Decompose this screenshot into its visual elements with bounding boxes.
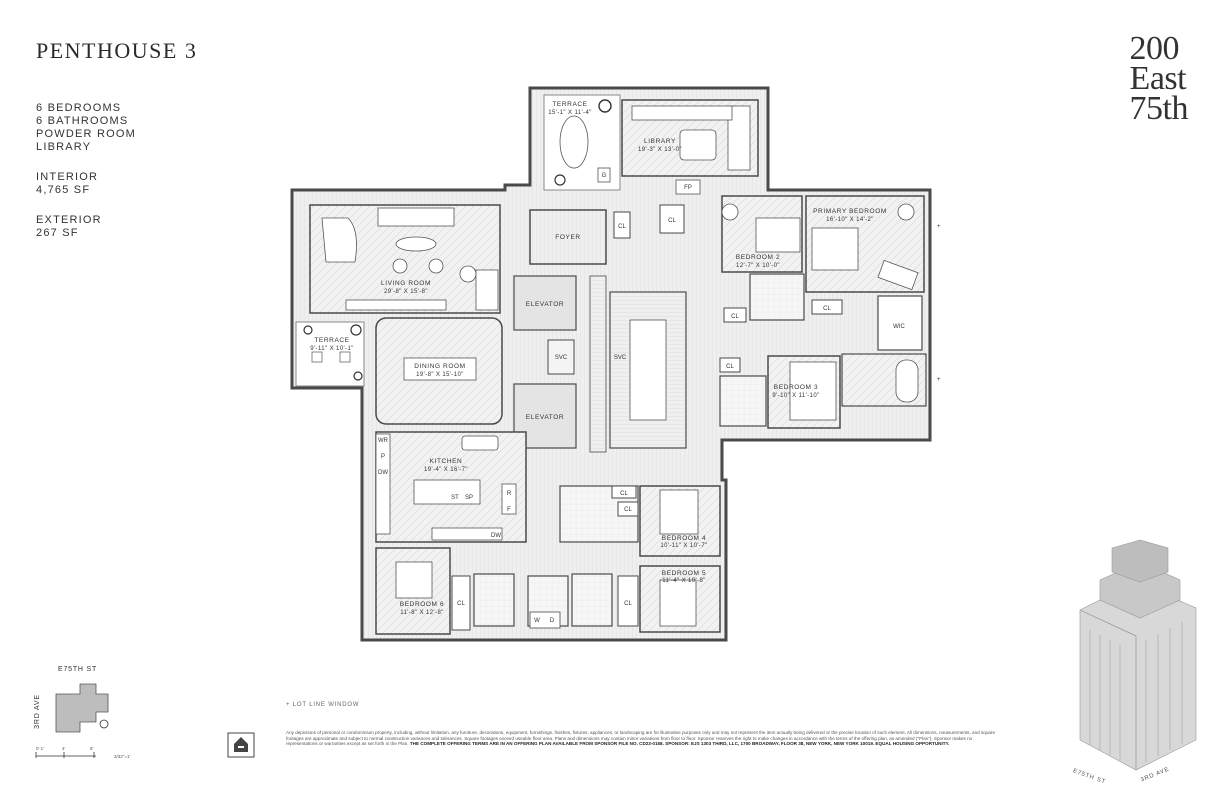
room-labels: TERRACE 15'-1" X 11'-4" LIBRARY 19'-3" X… (310, 101, 905, 624)
terrace-left-dim: 9'-11" X 10'-1" (310, 346, 353, 352)
feature-library: LIBRARY (36, 141, 92, 153)
building-rendering (1079, 539, 1197, 771)
keyplan-street-top: E75TH ST (58, 666, 98, 673)
lot-line-window-marks: + + (937, 224, 941, 383)
kitchen-label: KITCHEN (430, 458, 463, 465)
cl-label: CL (726, 364, 734, 370)
dishwasher-label: DW (491, 533, 501, 539)
terrace-top-label: TERRACE (552, 101, 587, 108)
elevator-2-label: ELEVATOR (526, 414, 564, 421)
svc-label-1: SVC (555, 355, 568, 361)
freezer-label: F (507, 507, 511, 513)
svg-text:+: + (937, 224, 941, 230)
primary-bedroom-dim: 16'-10" X 14'-2" (826, 217, 874, 223)
washer-label: W (534, 618, 540, 624)
interior-area: INTERIOR 4,765 SF (36, 171, 98, 197)
bath-2 (749, 273, 805, 321)
legal-disclaimer: Any depictions of personal or condominiu… (286, 730, 1000, 747)
living-room-dim: 29'-8" X 15'-8" (384, 289, 428, 295)
logo-line-3: 75th (1129, 90, 1189, 127)
interior-label: INTERIOR (36, 171, 99, 183)
bedroom-3-dim: 9'-10" X 11'-10" (772, 393, 819, 399)
bedroom-6-label: BEDROOM 6 (400, 601, 444, 608)
kitchen-dim: 19'-4" X 16'-7" (424, 467, 468, 473)
building-logo: 200 East 75th (1129, 30, 1189, 127)
grill-label: G (602, 173, 607, 179)
keyplan-street-side: 3RD AVE (33, 694, 41, 729)
disclaimer-bold: THE COMPLETE OFFERING TERMS ARE IN AN OF… (409, 741, 950, 747)
disclaimer-body: Any depictions of personal or condominiu… (286, 730, 996, 747)
library-dim: 19'-3" X 13'-0" (638, 147, 682, 153)
pantry-label: P (381, 454, 385, 460)
feature-list: 6 BEDROOMS 6 BATHROOMS POWDER ROOM LIBRA… (36, 102, 136, 154)
cl-label: CL (823, 306, 831, 312)
interior-value: 4,765 SF (36, 184, 91, 196)
dining-room-dim: 19'-8" X 15'-10" (416, 372, 464, 378)
svc-closet-1 (547, 339, 575, 375)
bath-3 (719, 375, 767, 427)
cl-label: CL (620, 491, 628, 497)
foyer (529, 209, 607, 265)
dishwasher-label: DW (378, 470, 388, 476)
wic-label: WIC (893, 324, 905, 330)
dining-room-label: DINING ROOM (414, 363, 465, 370)
scale-tick-0: 0' 1' (36, 746, 44, 751)
walk-in-closet (877, 295, 923, 351)
exterior-value: 267 SF (36, 227, 79, 239)
cl-label: CL (618, 224, 626, 230)
bedroom-5-label: BEDROOM 5 (662, 570, 706, 577)
living-room-label: LIVING ROOM (381, 280, 431, 287)
svc-label-2: SVC (614, 355, 627, 361)
cl-label: CL (731, 314, 739, 320)
svc-closet-2 (589, 275, 607, 453)
sink-label: SP (465, 495, 473, 501)
bedroom-4-label: BEDROOM 4 (662, 535, 706, 542)
elevator-1-label: ELEVATOR (526, 301, 564, 308)
feature-powder-room: POWDER ROOM (36, 128, 136, 140)
cl-label: CL (624, 507, 632, 513)
equal-housing-icon (227, 732, 255, 758)
stove-label: ST (451, 495, 459, 501)
logo-line-1: 200 (1129, 30, 1180, 67)
fireplace-label: FP (684, 185, 692, 191)
feature-bathrooms: 6 BATHROOMS (36, 115, 129, 127)
dryer-label: D (550, 618, 555, 624)
refrigerator-label: R (507, 491, 512, 497)
logo-line-2: East (1129, 60, 1187, 97)
library-label: LIBRARY (644, 138, 676, 145)
scale-tick-4: 4' (62, 746, 66, 751)
key-plan (35, 683, 109, 758)
cl-label: CL (668, 218, 676, 224)
feature-bedrooms: 6 BEDROOMS (36, 102, 122, 114)
bedroom-2-dim: 12'-7" X 10'-0" (736, 263, 780, 269)
lot-line-legend: + LOT LINE WINDOW (286, 702, 360, 708)
exterior-area: EXTERIOR 267 SF (36, 214, 102, 240)
terrace-top-dim: 15'-1" X 11'-4" (548, 110, 591, 116)
bath-5 (571, 573, 613, 627)
bedroom-2-label: BEDROOM 2 (736, 254, 780, 261)
svg-text:+: + (937, 377, 941, 383)
page-title: PENTHOUSE 3 (36, 38, 198, 63)
bedroom-4-dim: 10'-11" X 10'-7" (660, 543, 707, 549)
elevator-1 (513, 275, 577, 331)
cl-label: CL (624, 601, 632, 607)
terrace-left-label: TERRACE (314, 337, 349, 344)
bedroom-5-dim: 11'-4" X 10'-8" (662, 578, 705, 584)
exterior-label: EXTERIOR (36, 214, 102, 226)
bedroom-6-dim: 11'-8" X 12'-8" (400, 610, 443, 616)
bedroom-3-label: BEDROOM 3 (774, 384, 818, 391)
wine-fridge-label: WR (378, 438, 389, 444)
foyer-label: FOYER (555, 234, 580, 241)
scale-note: 3/32"=1' (114, 754, 131, 759)
cl-label: CL (457, 601, 465, 607)
bath-6 (473, 573, 515, 627)
scale-tick-8: 8' (90, 746, 94, 751)
primary-bedroom-label: PRIMARY BEDROOM (813, 208, 887, 215)
